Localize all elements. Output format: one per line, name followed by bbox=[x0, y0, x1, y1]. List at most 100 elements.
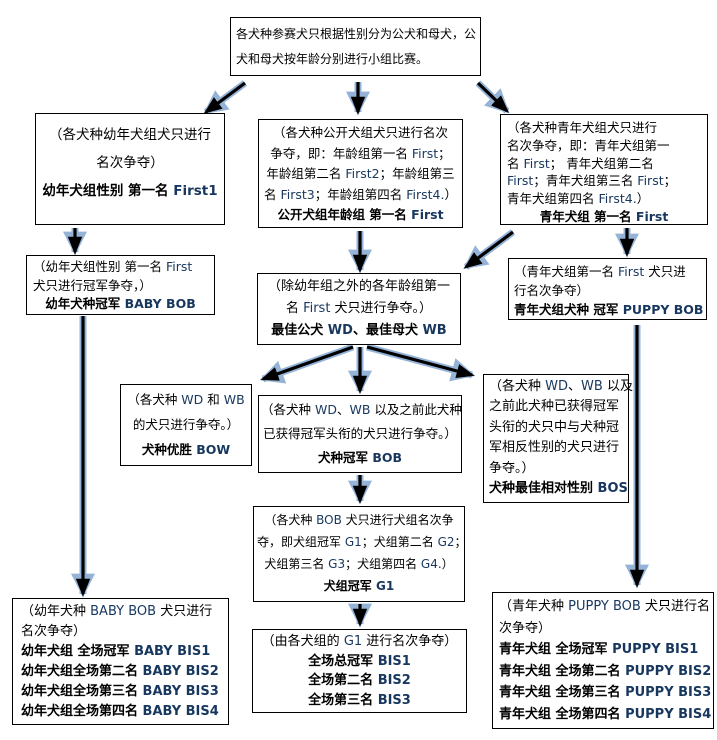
award-code: First bbox=[523, 155, 550, 171]
award-code: PUPPY BIS1 bbox=[612, 642, 699, 657]
text-segment: 头衔的犬只中与犬种冠 bbox=[489, 419, 620, 435]
text-segment: 行名次争夺） bbox=[514, 283, 590, 298]
text-segment: 以及 bbox=[602, 379, 633, 394]
text-segment: （各犬种青年犬组犬只进行 bbox=[507, 120, 658, 135]
text-segment: 幼年犬组全场第二名 bbox=[21, 664, 143, 679]
node-puppy-bob: （青年犬组第一名 First 犬只进行名次争夺）青年犬组犬种 冠军 PUPPY … bbox=[508, 258, 707, 320]
text-segment: 次争夺） bbox=[499, 620, 552, 636]
text-line: 全场总冠军 BIS1 bbox=[255, 652, 464, 672]
text-line: 犬种冠军 BOB bbox=[261, 446, 459, 470]
text-line: 头衔的犬只中与犬种冠 bbox=[489, 418, 623, 438]
text-line: （由各犬组的 G1 进行名次争夺） bbox=[255, 632, 464, 652]
text-line: （除幼年组之外的各年龄组第一 bbox=[260, 276, 458, 298]
award-code: G1 bbox=[343, 634, 363, 649]
award-code: PUPPY BIS3 bbox=[625, 685, 712, 700]
award-code: BABY BOB bbox=[124, 296, 196, 311]
text-segment: 之前此犬种已获得冠军 bbox=[489, 399, 620, 415]
text-line: （各犬种 WD 和 WB bbox=[123, 387, 249, 412]
text-segment: 青年犬组 第一名 bbox=[539, 208, 636, 224]
text-line: 名 First 犬只进行争夺。） bbox=[260, 298, 458, 320]
award-code: BOS bbox=[597, 481, 628, 497]
node-group-first: （各犬种 BOB 犬只进行犬组名次争夺，即犬组冠军 G1；犬组第二名 G2；犬组… bbox=[253, 506, 467, 602]
award-code: BABY BIS3 bbox=[142, 684, 219, 699]
award-code: BOB bbox=[372, 450, 403, 465]
text-line: （青年犬组第一名 First 犬只进 bbox=[514, 262, 701, 281]
text-segment: 军相反性别的犬只进行 bbox=[489, 440, 620, 456]
text-segment: 争夺。） bbox=[489, 460, 535, 476]
text-line: 青年犬组 第一名 First bbox=[507, 208, 701, 226]
text-line: （幼年犬种 BABY BOB 犬只进行 bbox=[21, 602, 220, 622]
award-code: G1 bbox=[344, 535, 362, 549]
text-segment: ； bbox=[663, 173, 677, 189]
text-segment: 公开犬组年龄组 第一名 bbox=[277, 207, 412, 222]
text-line: 青年犬组 全场冠军 PUPPY BIS1 bbox=[499, 639, 707, 661]
text-segment: ； 青年犬组第二名 bbox=[549, 155, 654, 171]
text-line: （青年犬种 PUPPY BOB 犬只进行名 bbox=[499, 596, 710, 618]
text-segment: 青年犬组第四名 bbox=[507, 191, 599, 207]
text-line: （幼年犬组性别 第一名 First bbox=[33, 258, 208, 277]
award-code: G2 bbox=[437, 535, 455, 549]
text-line: 名次争夺） bbox=[38, 149, 222, 177]
text-segment: ） bbox=[441, 557, 454, 571]
award-code: BABY BIS4 bbox=[142, 704, 219, 719]
award-code: G4. bbox=[420, 557, 442, 571]
text-line: 军相反性别的犬只进行 bbox=[489, 438, 623, 458]
text-line: 全场第三名 BIS3 bbox=[255, 691, 464, 711]
text-line: 幼年犬种冠军 BABY BOB bbox=[33, 295, 208, 314]
text-line: 犬只进行冠军争夺，） bbox=[33, 277, 208, 296]
text-line: 次争夺） bbox=[499, 618, 707, 640]
text-segment: （青年犬种 bbox=[499, 599, 569, 614]
text-segment: 犬只进 bbox=[644, 264, 686, 279]
award-code: G3 bbox=[328, 557, 346, 571]
node-best-of-breed: （各犬种 WD、WB 以及之前此犬种已获得冠军头衔的犬只进行争夺。）犬种冠军 B… bbox=[258, 395, 462, 473]
award-code: First4. bbox=[598, 191, 637, 207]
text-line: 幼年犬组全场第二名 BABY BIS2 bbox=[21, 662, 220, 682]
node-entry-rules: 各犬种参赛犬只根据性别分为公犬和母犬，公犬和母犬按年龄分别进行小组比赛。 bbox=[230, 17, 481, 76]
text-segment: 进行名次争夺） bbox=[362, 634, 458, 649]
text-line: 犬种优胜 BOW bbox=[123, 437, 249, 462]
text-segment: 年龄组第二名 bbox=[266, 166, 346, 181]
text-line: First；青年犬组第三名 First； bbox=[507, 172, 701, 190]
text-segment: （由各犬组的 bbox=[261, 634, 344, 649]
award-code: G1 bbox=[375, 579, 395, 593]
text-segment: 犬组第三名 bbox=[264, 557, 329, 571]
text-line: 夺，即犬组冠军 G1；犬组第二名 G2； bbox=[257, 531, 467, 553]
text-segment: ；年龄组第四名 bbox=[314, 186, 407, 202]
text-segment: 犬和母犬按年龄分别进行小组比赛。 bbox=[236, 52, 429, 66]
award-code: First bbox=[165, 259, 193, 274]
text-line: 幼年犬组全场第四名 BABY BIS4 bbox=[21, 702, 220, 722]
text-segment: （各犬种 bbox=[127, 392, 182, 407]
text-segment: ；年龄组第三 bbox=[379, 166, 455, 181]
text-segment: 青年犬组 全场第二名 bbox=[499, 663, 626, 679]
text-line: 年龄组第二名 First2；年龄组第三 bbox=[261, 164, 460, 185]
text-line: 青年犬组第四名 First4.） bbox=[507, 190, 701, 208]
text-line: 公开犬组年龄组 第一名 First bbox=[261, 205, 460, 226]
award-code: PUPPY BIS4 bbox=[625, 706, 712, 722]
text-line: 争夺，即：年龄组第一名 First； bbox=[261, 144, 460, 165]
text-line: 幼年犬组 全场冠军 BABY BIS1 bbox=[21, 642, 220, 662]
text-segment: 名次争夺，即：青年犬组第一 bbox=[507, 137, 670, 153]
award-code: BABY BIS1 bbox=[134, 644, 211, 659]
text-segment: 、 bbox=[336, 402, 350, 417]
text-segment: 犬组冠军 bbox=[323, 579, 376, 593]
award-code: WD bbox=[314, 402, 337, 417]
arrow-wd-wb-to-bos bbox=[366, 343, 476, 382]
text-segment: 的犬只进行争夺。） bbox=[132, 417, 240, 432]
arrow-root-to-puppy-first bbox=[475, 80, 510, 114]
text-segment: 争夺，即：年龄组第一名 bbox=[270, 145, 412, 161]
text-line: 幼年犬组全场第三名 BABY BIS3 bbox=[21, 682, 220, 702]
award-code: First bbox=[303, 301, 331, 316]
text-segment: （各犬种 bbox=[261, 402, 315, 417]
node-best-opposite-sex: （各犬种 WD、WB 以及之前此犬种已获得冠军头衔的犬只中与犬种冠军相反性别的犬… bbox=[483, 374, 633, 503]
text-segment: ；犬组第二名 bbox=[361, 535, 438, 549]
node-puppy-group-first: （各犬种青年犬组犬只进行名次争夺，即：青年犬组第一名 First； 青年犬组第二… bbox=[500, 114, 708, 225]
text-segment: 名 bbox=[264, 186, 281, 202]
text-segment: 青年犬组 全场第四名 bbox=[499, 706, 626, 722]
text-line: 犬组冠军 G1 bbox=[257, 575, 461, 597]
text-line: 犬和母犬按年龄分别进行小组比赛。 bbox=[236, 47, 475, 72]
text-segment: 幼年犬组全场第三名 bbox=[21, 684, 143, 699]
award-code: WB bbox=[223, 392, 245, 407]
text-segment: 犬只进行犬组名次争 bbox=[341, 513, 454, 527]
text-line: （各犬种 WD、WB 以及 bbox=[489, 377, 633, 397]
